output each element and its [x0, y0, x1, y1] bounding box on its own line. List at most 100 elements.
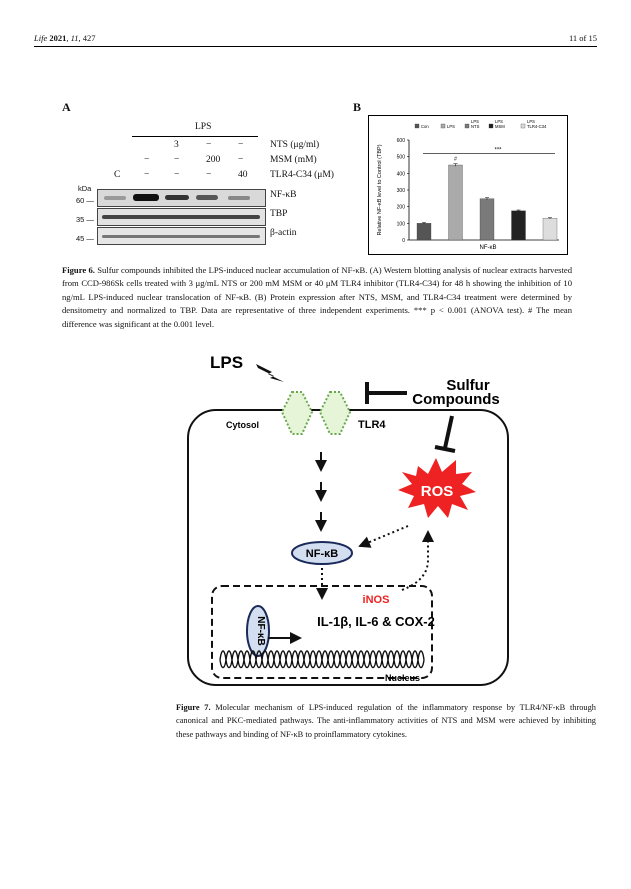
band-label-nfkb: NF-κB	[270, 190, 297, 200]
nfkb-band-tlr4	[228, 196, 250, 200]
marker-45: 45 —	[76, 234, 94, 243]
legend-label: LPS	[527, 119, 535, 124]
ros-label: ROS	[421, 483, 454, 500]
article-number: 427	[82, 33, 96, 43]
treatment-cell: −	[206, 140, 212, 150]
y-tick-label: 100	[397, 221, 406, 227]
hash-marker: #	[454, 157, 457, 163]
treatment-cell: 3	[174, 140, 179, 150]
cytosol-label: Cytosol	[226, 420, 259, 430]
panel-b-letter: B	[353, 100, 362, 114]
figure6-caption-label: Figure 6.	[62, 265, 95, 275]
y-tick-label: 600	[397, 138, 406, 144]
ros-to-nfkb-arrow	[358, 525, 409, 548]
inhibit-ros-bar	[434, 445, 456, 453]
lps-label: LPS	[195, 122, 212, 132]
treatment-cell: −	[144, 155, 150, 165]
bar	[511, 210, 526, 241]
nfkb-dna-label: NF-κB	[255, 616, 266, 645]
lps-bracket-line	[132, 136, 258, 137]
y-axis-label: Relative NF-κB level to Control (TBP)	[377, 144, 383, 235]
inhibit-ros-line	[443, 415, 454, 449]
nucleus-boundary	[211, 585, 433, 679]
legend-label: TLR4-C34	[527, 124, 547, 129]
nfkb-band-lps	[133, 194, 159, 201]
legend-label: Con	[421, 124, 429, 129]
nfkb-blot-strip	[97, 189, 266, 207]
nfkb-band-nts	[165, 195, 189, 200]
treatment-cell: −	[206, 170, 212, 180]
lps-text: LPS	[210, 353, 243, 372]
tbp-band	[102, 215, 260, 219]
bar	[479, 198, 495, 241]
legend-swatch	[414, 123, 420, 129]
nucleus-label: Nucleus	[385, 673, 420, 683]
y-tick-label: 200	[397, 205, 406, 211]
journal-name: Life	[34, 33, 48, 43]
legend-swatch	[464, 123, 470, 129]
western-blot-panel: LPS 3 − − NTS (μg/ml) − − 200 − MSM (mM) C − − − 40 TL…	[60, 118, 360, 248]
treatment-cell: −	[238, 140, 244, 150]
sulfur-text-line2: Compounds	[412, 391, 500, 408]
treatment-cell: −	[238, 155, 244, 165]
journal-year: 2021	[49, 33, 67, 43]
inos-to-ros-arrow	[401, 530, 434, 591]
tbp-blot-strip	[97, 208, 266, 226]
treatment-row-label: MSM (mM)	[270, 155, 317, 165]
treatment-cell: −	[174, 155, 180, 165]
actin-blot-strip	[97, 227, 266, 245]
band-label-actin: β-actin	[270, 228, 297, 238]
nfkb-band-msm	[196, 195, 218, 200]
dna-helix	[219, 650, 425, 669]
y-tick-label: 300	[397, 188, 406, 194]
treatment-row-label: NTS (μg/ml)	[270, 140, 320, 150]
sulfur-text-line1: Sulfur	[446, 377, 489, 394]
figure7-caption-label: Figure 7.	[176, 703, 211, 712]
cytokines-label: IL-1β, IL-6 & COX-2	[317, 614, 435, 629]
tlr4-receptor-right	[318, 391, 352, 435]
band-label-tbp: TBP	[270, 209, 288, 219]
legend-swatch	[440, 123, 446, 129]
nfkb-ellipse	[291, 541, 353, 565]
bar	[542, 218, 558, 241]
journal-volume: 11	[70, 33, 79, 43]
tlr4-label: TLR4	[358, 419, 386, 431]
ros-burst	[398, 458, 476, 518]
inos-label: iNOS	[363, 594, 390, 606]
actin-band	[102, 235, 260, 238]
legend-label: LPS	[471, 119, 479, 124]
x-axis-label: NF-κB	[480, 245, 497, 251]
figure7-caption-text: Molecular mechanism of LPS-induced regul…	[176, 703, 596, 739]
running-header-citation: Life 2021, 11, 427	[34, 33, 96, 43]
treatment-cell: −	[174, 170, 180, 180]
legend-label: LPS	[495, 119, 503, 124]
kda-label: kDa	[78, 184, 92, 193]
y-tick-label: 500	[397, 155, 406, 161]
y-tick-label: 400	[397, 171, 406, 177]
legend-swatch	[520, 123, 526, 129]
legend-label: LPS	[447, 124, 455, 129]
legend-label: MSM	[495, 124, 505, 129]
treatment-row-label: TLR4-C34 (μM)	[270, 170, 334, 180]
marker-35: 35 —	[76, 215, 94, 224]
nfkb-dna-ellipse	[246, 605, 270, 657]
treatment-cell: 40	[238, 170, 248, 180]
bar	[416, 223, 432, 241]
header-rule	[34, 46, 597, 47]
page-number: 11 of 15	[568, 33, 597, 43]
figure6-caption-text: Sulfur compounds inhibited the LPS-induc…	[62, 265, 573, 329]
treatment-cell: −	[144, 170, 150, 180]
figure7-diagram: LPS Sulfur Compounds Cytosol TLR4 ROS NF…	[187, 353, 509, 686]
figure7-caption: Figure 7. Molecular mechanism of LPS-ind…	[176, 701, 596, 741]
significance-label: ***	[494, 147, 502, 153]
treatment-cell: C	[114, 170, 121, 180]
panel-a-letter: A	[62, 100, 71, 114]
legend-label: NTS	[471, 124, 480, 129]
treatment-cell: 200	[206, 155, 221, 165]
y-tick-label: 0	[402, 238, 405, 244]
figure6-caption: Figure 6. Sulfur compounds inhibited the…	[62, 264, 572, 331]
lightning-bolt-icon	[256, 364, 284, 382]
legend-swatch	[488, 123, 494, 129]
bar	[448, 164, 463, 241]
